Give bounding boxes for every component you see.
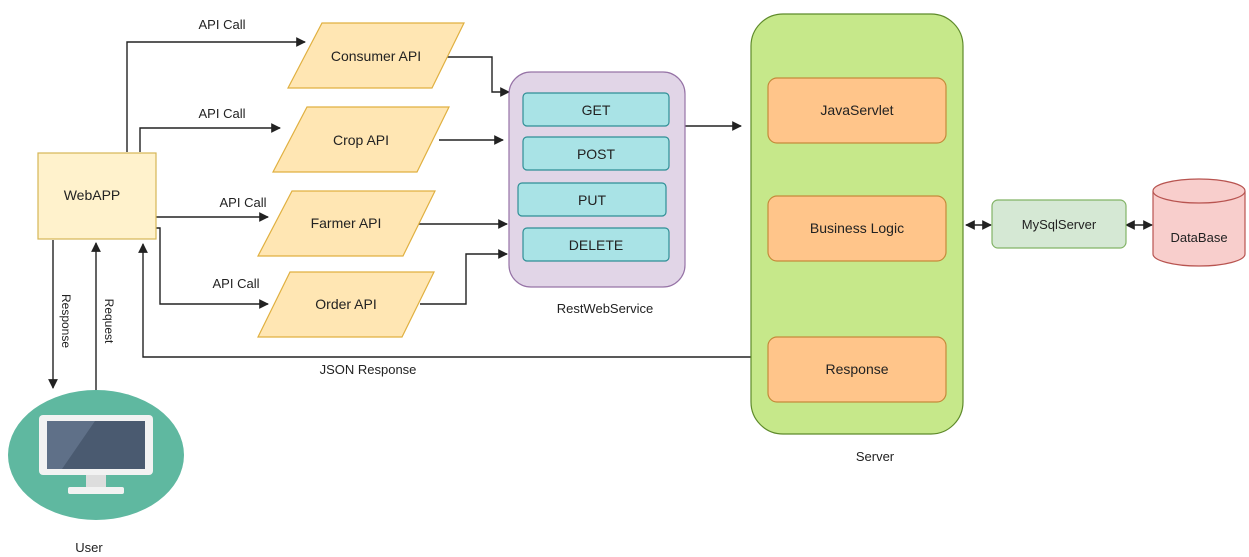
step-response: Response (825, 361, 888, 377)
server-node: JavaServlet Business Logic Response (750, 13, 964, 435)
arrow-order-rest (420, 249, 508, 305)
api-crop: Crop API (272, 106, 450, 173)
api-label: Consumer API (331, 48, 421, 64)
rest-web-service-label: RestWebService (557, 301, 654, 316)
api-order: Order API (257, 271, 435, 338)
server-label: Server (856, 449, 895, 464)
rest-web-service: GET POST PUT DELETE (508, 71, 686, 288)
user-label: User (75, 540, 103, 555)
database-label: DataBase (1170, 230, 1227, 245)
arrow-consumer-rest (442, 56, 510, 97)
arrow-webapp-order (156, 227, 269, 309)
step-javaservlet: JavaServlet (820, 102, 893, 118)
api-label: Order API (315, 296, 376, 312)
api-call-label: API Call (213, 276, 260, 291)
api-call-label: API Call (199, 106, 246, 121)
api-call-label: API Call (220, 195, 267, 210)
api-call-label: API Call (199, 17, 246, 32)
method-get: GET (582, 102, 611, 118)
api-farmer: Farmer API (257, 190, 436, 257)
method-delete: DELETE (569, 237, 623, 253)
mysql-server-node: MySqlServer (991, 199, 1127, 249)
webapp-node: WebAPP (37, 152, 157, 240)
database-icon: DataBase (1152, 178, 1246, 267)
method-post: POST (577, 146, 616, 162)
user-computer-icon (8, 390, 184, 520)
api-label: Crop API (333, 132, 389, 148)
api-consumer: Consumer API (287, 22, 465, 89)
arrow-webapp-crop (139, 123, 281, 152)
mysql-label: MySqlServer (1022, 217, 1097, 232)
request-link-label: Request (102, 299, 116, 344)
api-label: Farmer API (311, 215, 382, 231)
json-response-label: JSON Response (320, 362, 417, 377)
response-link-label: Response (59, 294, 73, 348)
method-put: PUT (578, 192, 606, 208)
webapp-label: WebAPP (64, 187, 121, 203)
arrow-json-response (138, 243, 751, 358)
arrow-webapp-consumer (126, 37, 306, 152)
step-business-logic: Business Logic (810, 220, 904, 236)
